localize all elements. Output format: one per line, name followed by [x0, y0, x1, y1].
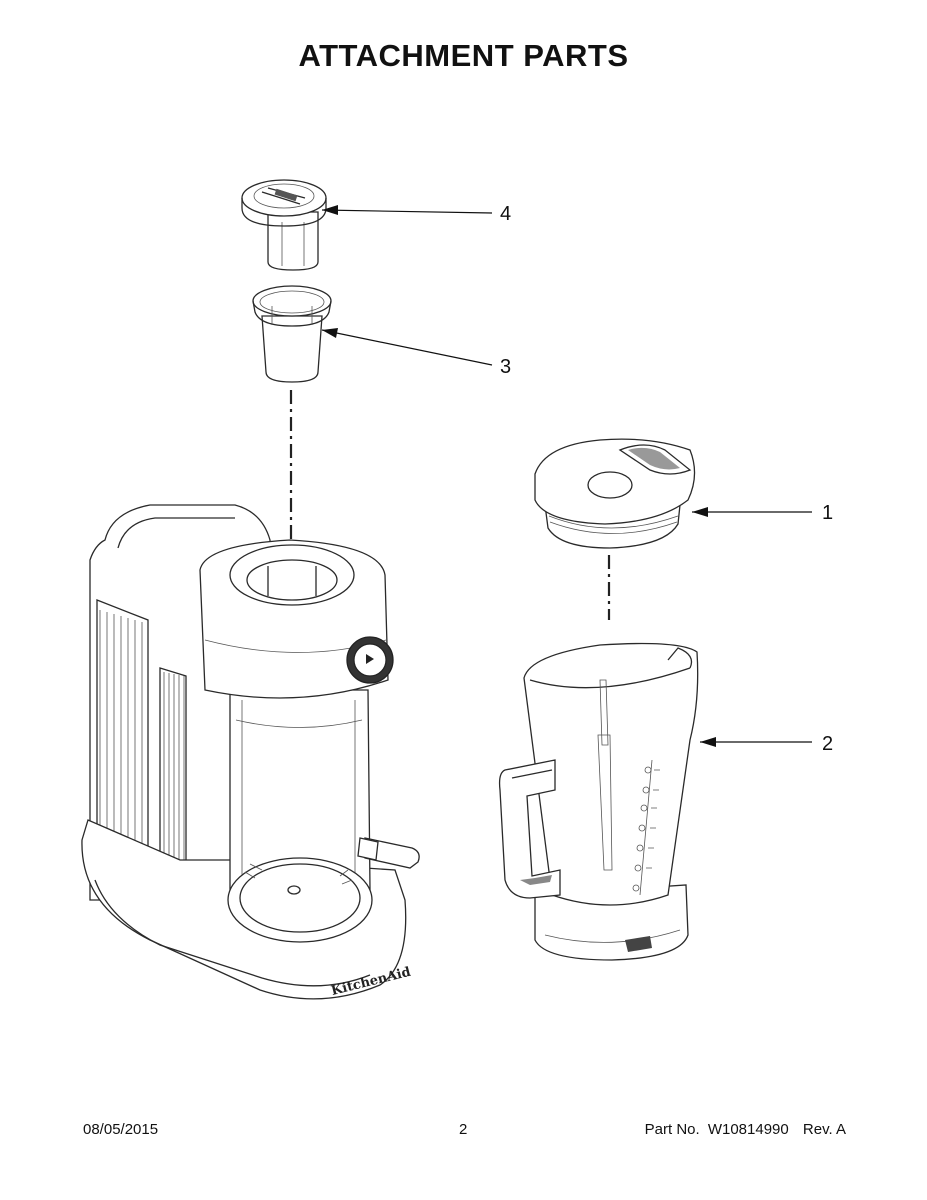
footer-page-number: 2	[459, 1121, 468, 1138]
footer-date: 08/05/2015	[83, 1121, 159, 1138]
callout-3: 3	[500, 356, 511, 378]
measurement-scale	[632, 759, 660, 896]
leader-lines	[321, 205, 812, 747]
footer-part-number: W10814990	[707, 1121, 789, 1138]
base-unit: KitchenAid	[81, 504, 420, 1000]
callout-2: 2	[822, 733, 833, 755]
footer-revision: Rev. A	[802, 1121, 846, 1138]
part-3-sleeve	[252, 285, 332, 383]
callout-4: 4	[500, 203, 511, 225]
callout-1: 1	[822, 502, 833, 524]
part-4-plug	[241, 179, 327, 271]
control-dial-icon	[346, 636, 394, 684]
page-title: ATTACHMENT PARTS	[298, 38, 629, 73]
part-2-pitcher	[498, 642, 699, 961]
footer-part-info: Part No. W10814990 Rev. A	[645, 1121, 846, 1138]
part-1-lid	[534, 438, 696, 549]
footer-part-label: Part No.	[644, 1121, 700, 1138]
